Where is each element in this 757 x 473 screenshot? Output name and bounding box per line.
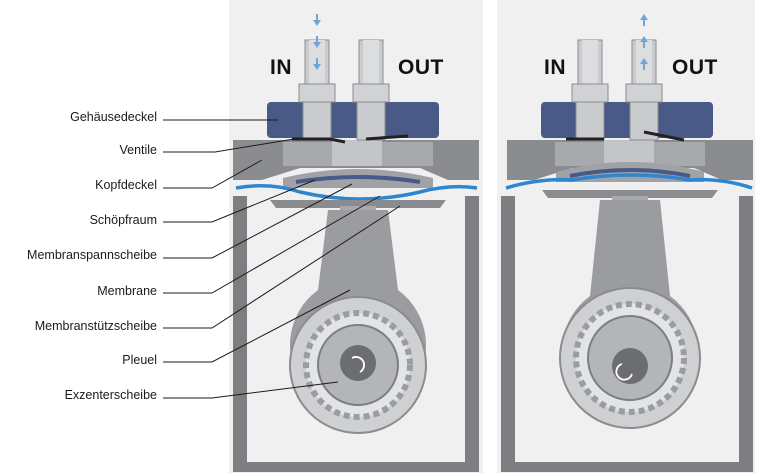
left-flow-arrow-icon — [313, 14, 321, 70]
leader-line-membranspannscheibe — [163, 183, 353, 259]
right-port-out: OUT — [672, 56, 718, 79]
right-housing-cover — [541, 102, 713, 138]
label-schoepfraum: Schöpfraum — [89, 213, 157, 227]
right-housing — [501, 196, 753, 472]
label-exzenterscheibe: Exzenterscheibe — [64, 388, 157, 402]
left-outlet-connector — [352, 39, 390, 141]
right-pump — [501, 14, 753, 472]
leader-lines — [163, 119, 401, 399]
left-port-in: IN — [270, 56, 292, 79]
left-valve-chamber — [332, 140, 382, 166]
left-membrane — [235, 184, 478, 201]
leader-line-ventile — [163, 137, 301, 153]
right-flow-arrow-icon — [640, 14, 648, 70]
leader-line-pleuel — [163, 289, 351, 363]
left-housing-cover — [267, 102, 439, 138]
label-kopfdeckel: Kopfdeckel — [95, 178, 157, 192]
right-support-disc — [542, 190, 718, 198]
left-pump — [233, 14, 479, 472]
label-gehaeusedeckel: Gehäusedeckel — [70, 110, 157, 124]
left-support-disc — [270, 200, 446, 208]
right-outlet-connector — [625, 39, 663, 141]
right-port-in: IN — [544, 56, 566, 79]
left-pump-chamber — [295, 175, 421, 184]
left-inlet-connector — [298, 39, 336, 141]
label-membrane: Membrane — [97, 284, 157, 298]
right-membrane — [505, 173, 753, 190]
leader-line-membrane — [163, 195, 381, 294]
right-rotation-arrow-icon — [615, 363, 633, 381]
label-membranstuetzscheibe: Membranstützscheibe — [34, 319, 157, 333]
left-valves — [292, 134, 409, 144]
label-pleuel: Pleuel — [122, 353, 157, 367]
leader-line-membranstuetzscheibe — [163, 205, 401, 329]
left-housing — [233, 196, 479, 472]
right-inlet-connector — [571, 39, 609, 141]
right-pump-chamber — [569, 168, 691, 178]
leader-line-exzenterscheibe — [163, 381, 339, 399]
right-shaft — [612, 348, 648, 384]
left-shaft — [340, 345, 376, 381]
right-valve-chamber — [604, 140, 654, 166]
left-port-out: OUT — [398, 56, 444, 79]
label-ventile: Ventile — [119, 143, 157, 157]
leader-line-kopfdeckel — [163, 159, 263, 189]
right-valves — [566, 130, 685, 142]
leader-line-schoepfraum — [163, 179, 316, 223]
label-membranspannscheibe: Membranspannscheibe — [27, 248, 157, 262]
left-rotation-arrow-icon — [351, 356, 365, 373]
